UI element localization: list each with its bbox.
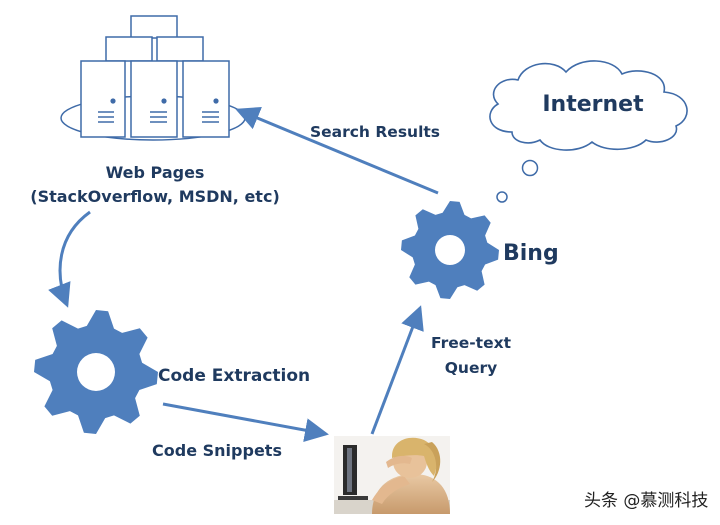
watermark: 头条 @慕测科技 [584,491,708,511]
cloud-icon [489,60,688,203]
code-extraction-gear-icon [34,310,158,434]
bing-label: Bing [503,241,559,266]
web-pages-subtitle: (StackOverflow, MSDN, etc) [30,187,280,206]
frustrated-user-photo [334,436,450,514]
web-pages-title: Web Pages [106,163,205,182]
free-text-query-label-line2: Query [445,359,497,377]
arrow-web-pages-to-extraction [48,210,91,308]
search-results-label: Search Results [310,123,440,141]
free-text-query-label-line1: Free-text [431,334,512,352]
arrow-bing-to-web-pages [235,106,439,195]
code-extraction-label: Code Extraction [158,366,310,386]
internet-label: Internet [542,92,644,117]
arrow-extraction-to-user [162,402,329,443]
code-snippets-label: Code Snippets [152,441,282,460]
arrow-user-to-bing [370,305,424,435]
server-rack-icon [60,15,246,141]
bing-gear-icon [401,201,499,299]
